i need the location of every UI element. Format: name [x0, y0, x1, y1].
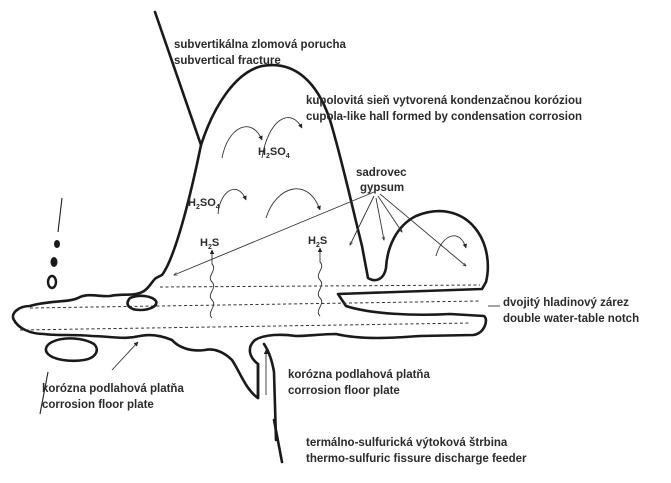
- fracture-label-sk: subvertikálna zlomová porucha: [174, 39, 347, 51]
- condensation-arrow-4: [266, 189, 320, 218]
- hall-label-en: cupola-like hall formed by condensation …: [306, 111, 582, 123]
- gypsum-label-en: gypsum: [360, 182, 404, 194]
- water-table-line-middle: [160, 285, 480, 287]
- condensation-arrow-3: [218, 189, 246, 214]
- left-wall-drip-line: [58, 198, 62, 232]
- notch-label-sk: dvojitý hladinový zárez: [503, 297, 629, 309]
- floor-left-label-sk: korózna podlahová platňa: [42, 383, 184, 395]
- floor-left-leader: [112, 342, 138, 370]
- droplet-1: [54, 240, 60, 248]
- gypsum-pointer-5: [380, 194, 466, 266]
- h2s-label-right: H2S: [308, 235, 327, 249]
- water-table-line-upper: [30, 301, 480, 308]
- floor-plate-blob-1: [46, 338, 97, 360]
- gypsum-label-sk: sadrovec: [356, 167, 407, 179]
- h2s-rising-arrow-right: [318, 248, 321, 316]
- gypsum-pointer-3: [376, 198, 384, 240]
- gypsum-pointer-2: [350, 196, 374, 245]
- notch-label-en: double water-table notch: [503, 313, 639, 325]
- floor-plate-blob-2: [128, 296, 157, 310]
- floor-right-label-sk: korózna podlahová platňa: [288, 369, 430, 381]
- h2so4-label-lower: H2SO4: [188, 197, 220, 211]
- floor-left-label-en: corrosion floor plate: [42, 399, 154, 411]
- water-table-line-lower: [20, 323, 470, 330]
- hall-label-sk: kupolovitá sieň vytvorená kondenzačnou k…: [306, 95, 582, 107]
- h2s-label-left: H2S: [200, 237, 219, 251]
- h2so4-label-upper: H2SO4: [258, 146, 290, 160]
- floor-right-label-en: corrosion floor plate: [288, 385, 400, 397]
- feeder-label-sk: termálno-sulfurická výtoková štrbina: [306, 437, 508, 449]
- droplet-3: [48, 276, 56, 288]
- condensation-arrow-1: [222, 127, 262, 158]
- subvertical-fracture-line: [155, 12, 201, 145]
- droplet-2: [51, 257, 58, 267]
- fracture-label-en: subvertical fracture: [174, 55, 281, 67]
- feeder-label-en: thermo-sulfuric fissure discharge feeder: [306, 453, 527, 465]
